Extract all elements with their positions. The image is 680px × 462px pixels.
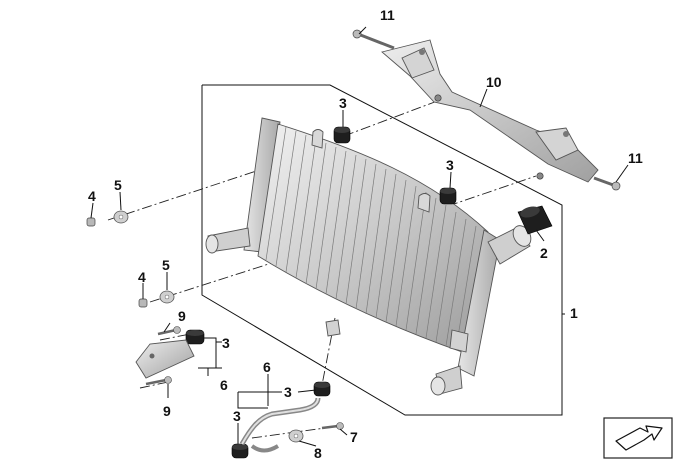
radiator — [205, 117, 532, 396]
assembly-frame — [201, 84, 563, 416]
arrow-symbol-icon — [603, 417, 673, 459]
rubber-cap-2 — [517, 205, 553, 235]
grommet-3-middle — [439, 187, 457, 205]
callout-3-hose: 3 — [233, 408, 241, 424]
radiator-bottom-foot — [325, 319, 341, 337]
callout-5-lower: 5 — [162, 257, 170, 273]
screw-9-upper — [157, 326, 181, 336]
holder-6-left — [135, 339, 195, 379]
callout-7: 7 — [350, 429, 358, 445]
callout-10: 10 — [486, 74, 502, 90]
washer-5-lower — [159, 290, 175, 304]
radiator-fins — [265, 126, 477, 350]
callout-3-upper: 3 — [339, 95, 347, 111]
hose-holder-6 — [239, 397, 321, 453]
grommet-3-left — [185, 329, 205, 345]
callout-9-upper: 9 — [178, 308, 186, 324]
callout-5-upper: 5 — [114, 177, 122, 193]
screw-4-lower — [138, 298, 148, 308]
callout-8: 8 — [314, 445, 322, 461]
callouts: 11 10 3 3 11 2 1 5 4 5 4 9 3 6 9 6 3 3 7… — [88, 7, 643, 461]
leader-lines — [90, 26, 629, 447]
bolt-11-lower — [593, 176, 621, 191]
bolt-11-upper — [352, 29, 395, 50]
support-bracket — [381, 39, 599, 183]
radiator-lower-lug — [449, 329, 469, 353]
radiator-upper-lug — [311, 129, 324, 149]
callout-3-middle: 3 — [446, 157, 454, 173]
washer-5-upper — [113, 210, 129, 224]
callout-1: 1 — [570, 305, 578, 321]
callout-6-left: 6 — [220, 377, 228, 393]
callout-11-top: 11 — [380, 7, 395, 23]
callout-4-lower: 4 — [138, 269, 146, 285]
callout-2: 2 — [540, 245, 548, 261]
callout-11-right: 11 — [628, 150, 643, 166]
screw-9-lower — [145, 376, 172, 386]
grommet-3-bottom — [313, 381, 331, 397]
callout-3-left: 3 — [222, 335, 230, 351]
grommet-3-hose — [231, 443, 249, 459]
callout-9-lower: 9 — [163, 403, 171, 419]
callout-3-bottom: 3 — [284, 384, 292, 400]
screw-7 — [321, 422, 344, 430]
radiator-right-tank — [457, 229, 501, 377]
washer-8 — [288, 429, 304, 443]
grommet-3-upper — [333, 126, 351, 144]
screw-4-upper — [86, 217, 96, 227]
callout-6-hose: 6 — [263, 359, 271, 375]
radiator-middle-lug — [417, 193, 431, 213]
callout-4-upper: 4 — [88, 188, 96, 204]
